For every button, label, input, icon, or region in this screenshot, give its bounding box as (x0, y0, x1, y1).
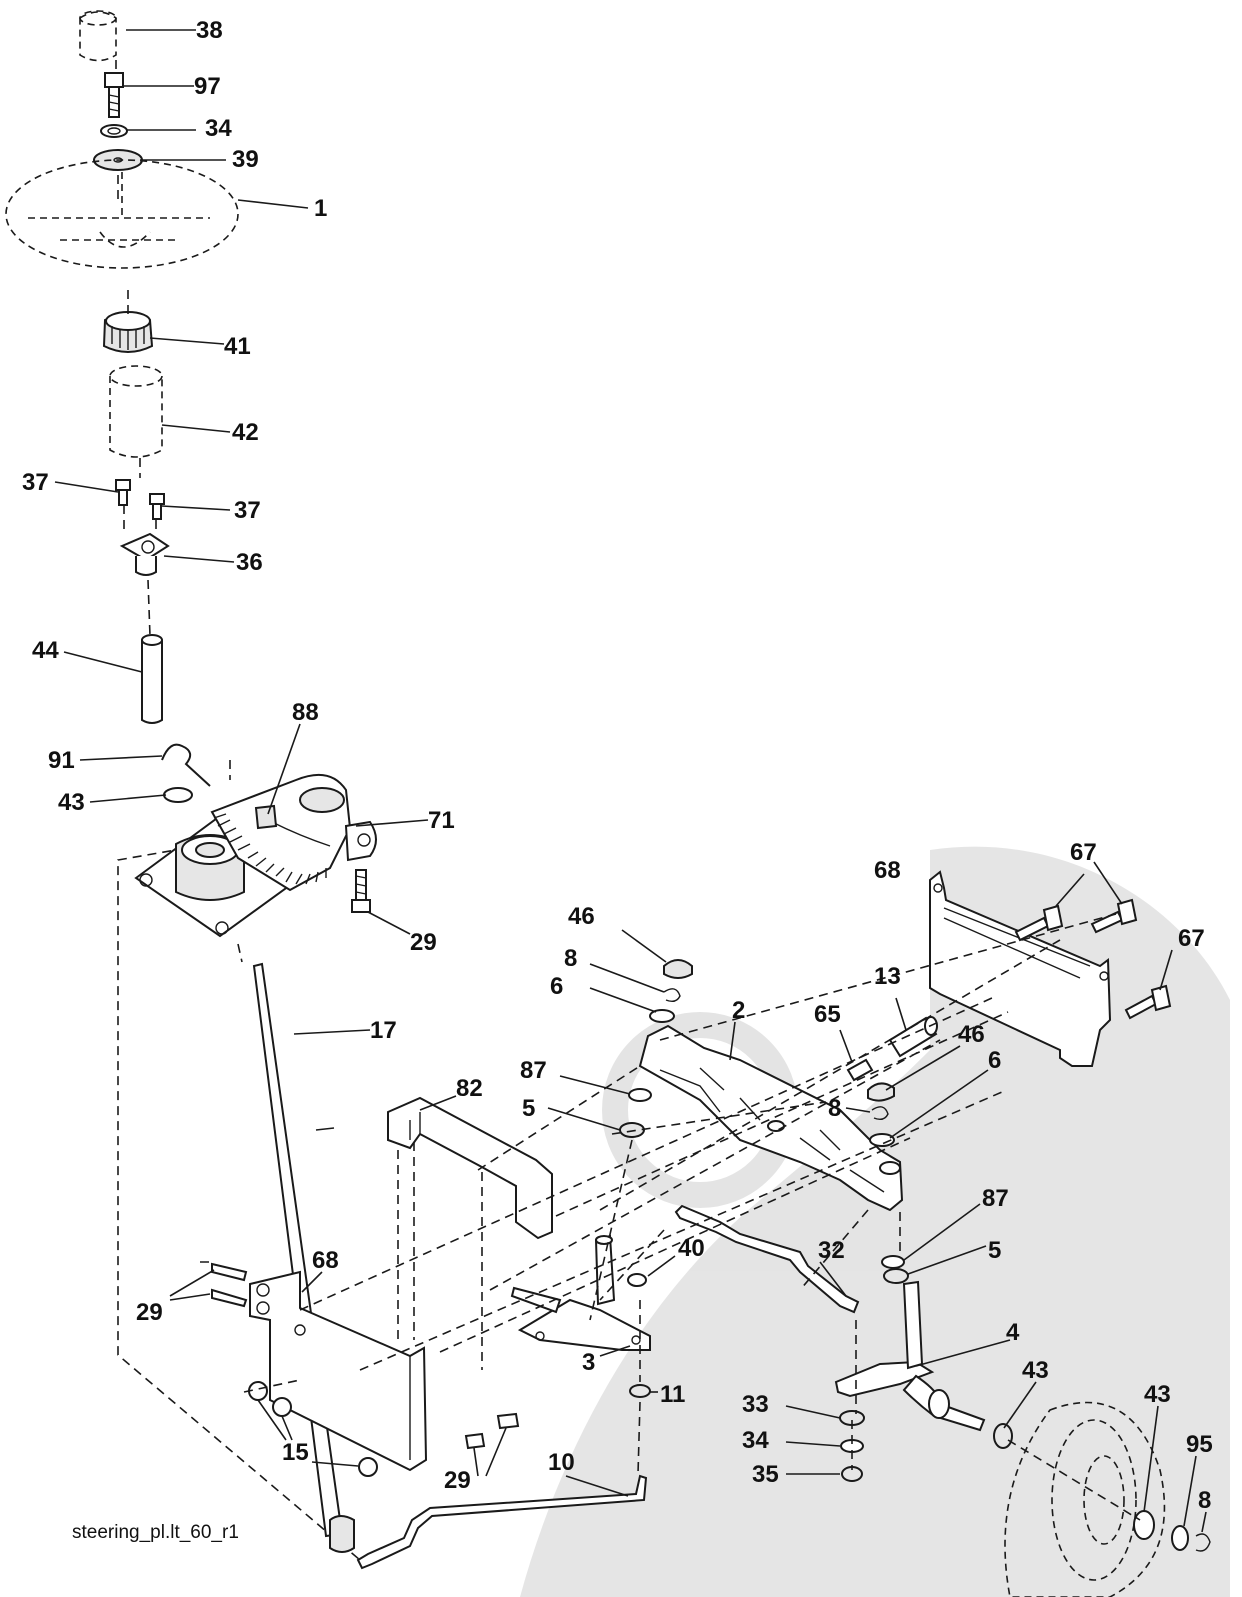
nut-15b (272, 1397, 292, 1417)
callout-38: 38 (196, 17, 223, 44)
callout-46: 46 (958, 1021, 985, 1048)
left-mounting-plate (211, 1262, 520, 1477)
callout-43: 43 (1144, 1381, 1171, 1408)
bolt-37-right (149, 493, 165, 505)
nut-15c (358, 1457, 378, 1477)
callout-29: 29 (410, 929, 437, 956)
callout-39: 39 (232, 146, 259, 173)
callout-32: 32 (818, 1237, 845, 1264)
callout-6: 6 (550, 973, 563, 1000)
callout-8: 8 (564, 945, 577, 972)
callout-2: 2 (732, 997, 745, 1024)
callout-34: 34 (742, 1427, 769, 1454)
callout-88: 88 (292, 699, 319, 726)
callout-1: 1 (314, 195, 327, 222)
callout-87: 87 (520, 1057, 547, 1084)
callout-6: 6 (988, 1047, 1001, 1074)
bearing-flange (119, 532, 170, 562)
callout-71: 71 (428, 807, 455, 834)
drag-link-32 (674, 1204, 860, 1314)
callout-33: 33 (742, 1391, 769, 1418)
callout-40: 40 (678, 1235, 705, 1262)
callout-29: 29 (136, 1299, 163, 1326)
gear-washer (163, 787, 193, 803)
callout-91: 91 (48, 747, 75, 774)
callout-46: 46 (568, 903, 595, 930)
callout-65: 65 (814, 1001, 841, 1028)
steering-cap (79, 11, 117, 62)
callout-8: 8 (828, 1095, 841, 1122)
callout-11: 11 (660, 1381, 685, 1408)
callout-68: 68 (874, 857, 901, 884)
steering-gear-assembly (134, 743, 377, 963)
callout-43: 43 (1022, 1357, 1049, 1384)
steering-shaft (141, 640, 163, 724)
column-centerline (115, 60, 157, 637)
callout-37: 37 (22, 469, 49, 496)
callout-42: 42 (232, 419, 259, 446)
callout-29: 29 (444, 1467, 471, 1494)
right-spindle (834, 1280, 1013, 1482)
callout-10: 10 (548, 1449, 575, 1476)
callout-34: 34 (205, 115, 232, 142)
front-axle (638, 1024, 904, 1212)
callout-15: 15 (282, 1439, 309, 1466)
left-spindle (510, 1234, 651, 1398)
callout-87: 87 (982, 1185, 1009, 1212)
callout-44: 44 (32, 637, 59, 664)
callout-4: 4 (1006, 1319, 1020, 1346)
callout-5: 5 (522, 1095, 535, 1122)
callout-67: 67 (1178, 925, 1205, 952)
steering-wheel (5, 159, 239, 269)
hair-pin-clip (161, 743, 211, 787)
lock-washer (100, 124, 128, 138)
bracket-guides (397, 1142, 483, 1370)
callout-5: 5 (988, 1237, 1001, 1264)
callout-67: 67 (1070, 839, 1097, 866)
callout-3: 3 (582, 1349, 595, 1376)
callout-97: 97 (194, 73, 221, 100)
column-bushing (109, 376, 163, 458)
pivot-bolt (254, 804, 278, 830)
leader-lines (54, 29, 1207, 1533)
figure-caption: steering_pl.lt_60_r1 (72, 1522, 239, 1543)
axle-bolts (1014, 898, 1172, 1020)
callout-labels: 38 97 34 39 1 41 42 37 37 36 44 88 91 43… (22, 17, 1213, 1514)
callout-17: 17 (370, 1017, 397, 1044)
callout-35: 35 (752, 1461, 779, 1488)
tie-rod-10 (356, 1474, 648, 1570)
axle-hardware (619, 959, 938, 1284)
callout-36: 36 (236, 549, 263, 576)
steering-bolt (104, 72, 124, 88)
front-wheel (1004, 1401, 1211, 1597)
callout-37: 37 (234, 497, 261, 524)
callout-68: 68 (312, 1247, 339, 1274)
callout-41: 41 (224, 333, 251, 360)
callout-95: 95 (1186, 1431, 1213, 1458)
assembly-lines (200, 913, 1141, 1521)
right-mounting-plate (929, 870, 1112, 1067)
callout-8: 8 (1198, 1487, 1211, 1514)
bolt-37-left (115, 479, 131, 491)
callout-43: 43 (58, 789, 85, 816)
callout-13: 13 (874, 963, 901, 990)
callout-82: 82 (456, 1075, 483, 1102)
steering-column-parts (5, 10, 239, 724)
support-bracket (387, 1096, 553, 1240)
